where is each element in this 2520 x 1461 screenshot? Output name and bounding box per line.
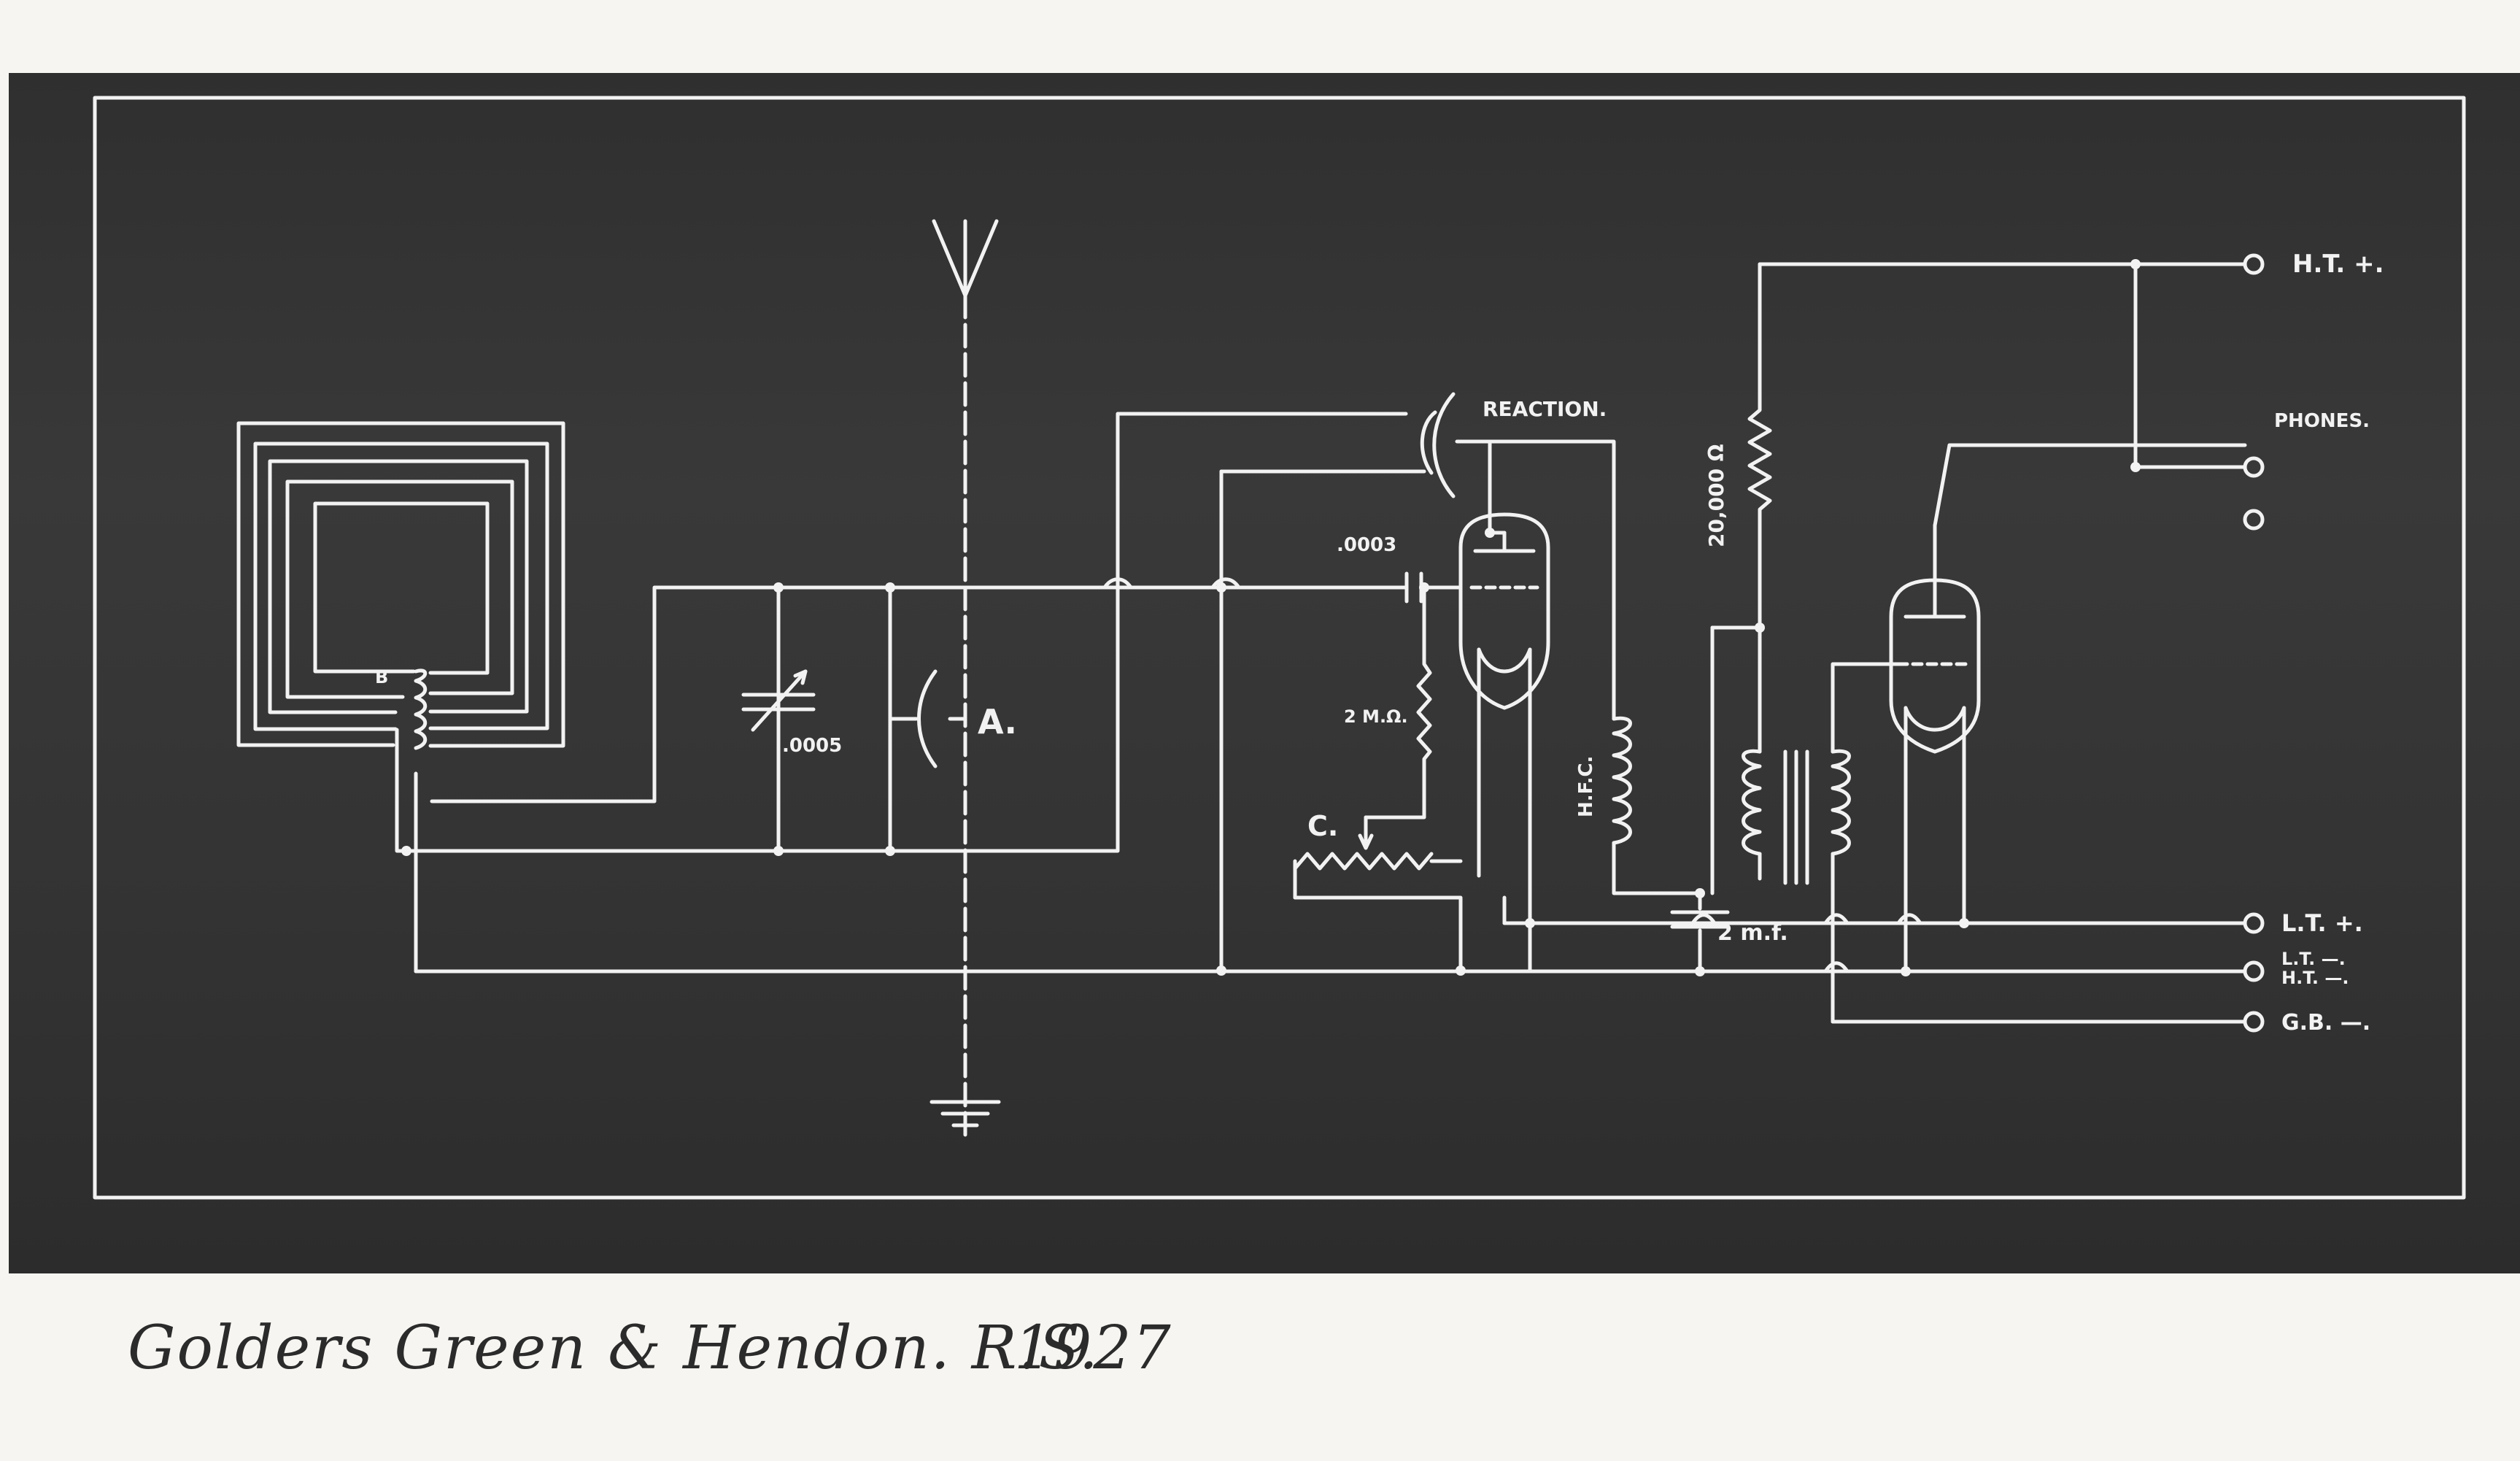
earth-icon	[929, 1100, 1001, 1127]
label-grid-leak: 2 M.Ω.	[1344, 706, 1408, 727]
circuit-schematic: A. B C. .0005 .0003 2 M.Ω. REACTION. H.F…	[93, 96, 2466, 1200]
label-filament-rheostat: C.	[1307, 810, 1338, 842]
output-valve	[1889, 443, 2247, 973]
terminal-ht-plus[interactable]	[2243, 253, 2265, 275]
label-frame-tap: B	[375, 667, 388, 687]
terminal-gb-minus[interactable]	[2243, 1011, 2265, 1033]
terminal-phones-1[interactable]	[2243, 456, 2265, 478]
terminal-lt-plus[interactable]	[2243, 912, 2265, 934]
label-terminal-ht-plus: H.T. +.	[2292, 250, 2384, 279]
label-terminal-gb-minus: G.B. —.	[2281, 1010, 2370, 1036]
schematic-board: A. B C. .0005 .0003 2 M.Ω. REACTION. H.F…	[9, 73, 2520, 1273]
filament-rheostat	[1293, 815, 1463, 973]
tuning-capacitor	[741, 669, 816, 732]
label-terminal-lt-minus: L.T. —.	[2281, 949, 2346, 969]
label-anode-resistor: 20,000 Ω	[1704, 444, 1728, 547]
detector-valve	[1458, 512, 1550, 925]
label-terminal-lt-plus: L.T. +.	[2281, 909, 2363, 937]
label-tuning-capacitor: .0005	[782, 735, 842, 757]
handwritten-year: 1927	[1014, 1314, 1172, 1383]
handwritten-caption: Golders Green & Hendon. R.S.	[128, 1314, 1099, 1383]
junction-dots	[401, 259, 2141, 976]
aerial-coupling-capacitor	[888, 669, 967, 768]
label-reaction: REACTION.	[1483, 397, 1607, 421]
reaction-capacitor	[1420, 392, 1456, 498]
label-aerial-coupling: A.	[978, 702, 1017, 741]
hf-choke	[1612, 716, 1632, 845]
terminal-lt-minus[interactable]	[2243, 960, 2265, 982]
terminal-phones-2[interactable]	[2243, 509, 2265, 531]
label-terminal-ht-minus: H.T. —.	[2281, 968, 2349, 988]
label-hf-choke: H.F.C.	[1575, 756, 1597, 817]
label-terminal-phones: PHONES.	[2274, 410, 2370, 432]
label-bypass-capacitor: 2 m.f.	[1717, 920, 1788, 946]
intervalve-transformer	[1710, 625, 1901, 1024]
anode-resistor	[1747, 262, 1772, 630]
frame-aerial-coil	[236, 421, 565, 750]
frame-border	[93, 96, 2466, 1200]
bypass-capacitor	[1670, 891, 1730, 973]
label-grid-capacitor: .0003	[1337, 534, 1396, 556]
grid-leak-resistor	[1364, 585, 1432, 820]
